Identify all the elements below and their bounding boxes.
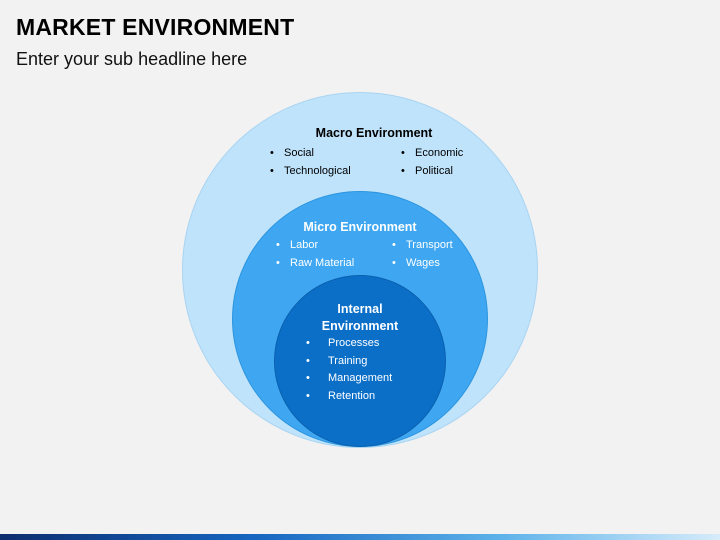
list-item: Transport — [392, 237, 453, 255]
macro-list-right: Economic Political — [401, 145, 463, 180]
internal-list: Processes Training Management Retention — [306, 335, 392, 405]
list-item: Processes — [306, 335, 392, 353]
internal-heading-line2: Environment — [321, 319, 399, 333]
list-item: Economic — [401, 145, 463, 163]
page-subtitle: Enter your sub headline here — [16, 49, 248, 69]
macro-heading: Macro Environment — [315, 126, 433, 140]
micro-list-left: Labor Raw Material — [276, 237, 354, 272]
internal-heading-line1: Internal — [337, 302, 383, 316]
list-item: Retention — [306, 388, 392, 406]
list-item: Raw Material — [276, 255, 354, 273]
list-item: Technological — [270, 163, 351, 181]
internal-heading: Internal Environment — [295, 301, 425, 335]
list-item: Wages — [392, 255, 453, 273]
page-title: MARKET ENVIRONMENT — [16, 14, 295, 40]
footer-gradient-bar — [0, 534, 720, 540]
list-item: Labor — [276, 237, 354, 255]
macro-list-left: Social Technological — [270, 145, 351, 180]
micro-list-right: Transport Wages — [392, 237, 453, 272]
list-item: Management — [306, 370, 392, 388]
list-item: Social — [270, 145, 351, 163]
micro-heading: Micro Environment — [303, 220, 417, 234]
list-item: Training — [306, 353, 392, 371]
list-item: Political — [401, 163, 463, 181]
